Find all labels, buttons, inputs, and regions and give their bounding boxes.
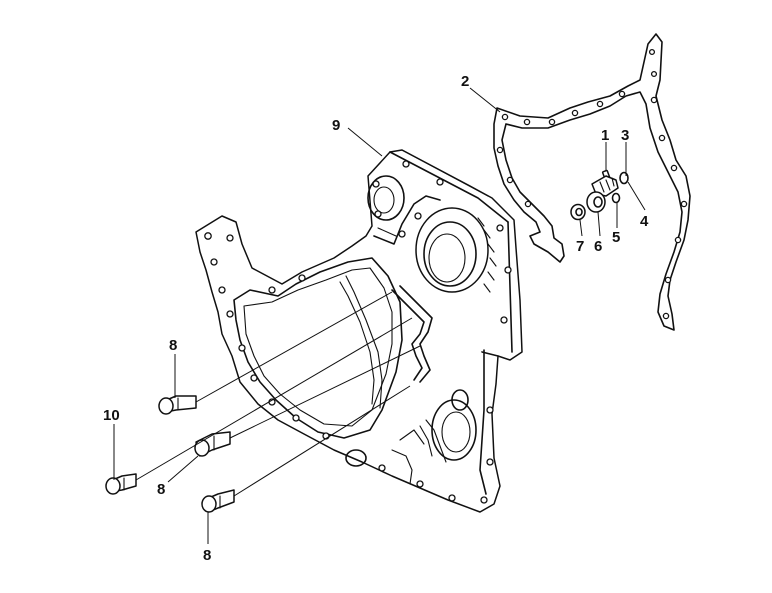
callout-9: 9 — [332, 117, 340, 134]
gasket-part-2[interactable] — [493, 33, 691, 331]
callout-8-middle: 8 — [157, 481, 165, 498]
o-ring-part-4[interactable] — [619, 171, 629, 185]
callout-8-lower: 8 — [203, 547, 211, 564]
callout-6: 6 — [594, 238, 602, 255]
callout-8-upper: 8 — [169, 337, 177, 354]
callout-3: 3 — [621, 127, 629, 144]
seal-part-5[interactable] — [611, 192, 621, 204]
callout-2: 2 — [461, 73, 469, 90]
gear-cover-part-9[interactable] — [195, 149, 523, 513]
bushing-part-6[interactable] — [586, 191, 606, 213]
small-parts-group — [570, 169, 629, 221]
callout-7: 7 — [576, 238, 584, 255]
bolt-part-8-lower[interactable] — [201, 489, 235, 513]
callout-4: 4 — [640, 213, 649, 230]
bolt-part-10[interactable] — [105, 473, 137, 495]
callout-5: 5 — [612, 229, 620, 246]
bolt-part-8-middle[interactable] — [194, 431, 231, 457]
callout-10: 10 — [103, 407, 120, 424]
bolt-part-8-upper[interactable] — [158, 395, 197, 415]
callout-1: 1 — [601, 127, 609, 144]
leader-lines — [113, 87, 646, 544]
washer-part-7[interactable] — [570, 203, 586, 221]
